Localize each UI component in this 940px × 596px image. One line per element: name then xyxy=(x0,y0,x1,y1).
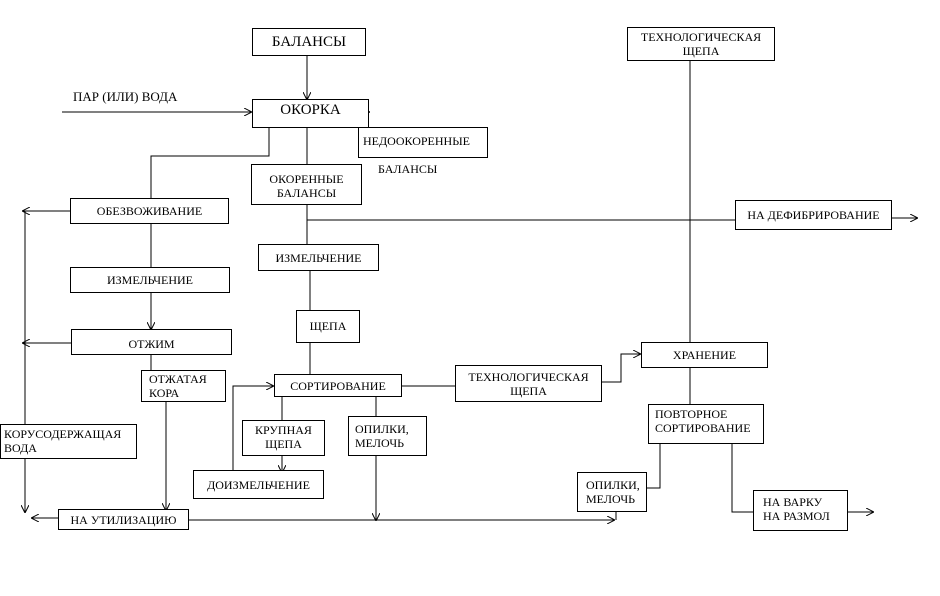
to-utilization-node: НА УТИЛИЗАЦИЮ xyxy=(58,509,189,530)
debarking-node: ОКОРКА xyxy=(252,99,369,128)
arrow-techchips-to-storage xyxy=(601,354,640,383)
sawdust-node-1: ОПИЛКИ, МЕЛОЧЬ xyxy=(348,416,427,456)
bark-water-node: КОРУСОДЕРЖАЩАЯ ВОДА xyxy=(0,424,137,459)
sorting-node: СОРТИРОВАНИЕ xyxy=(274,374,402,397)
resorting-node: ПОВТОРНОЕ СОРТИРОВАНИЕ xyxy=(648,404,764,444)
sawdust-node-2: ОПИЛКИ, МЕЛОЧЬ xyxy=(577,472,647,512)
under-debarked-balansy-label: БАЛАНСЫ xyxy=(378,162,438,176)
to-cooking-node: НА ВАРКУ НА РАЗМОЛ xyxy=(753,490,848,531)
chipping-logs-node: ИЗМЕЛЬЧЕНИЕ xyxy=(258,244,379,271)
tech-chips-top-node: ТЕХНОЛОГИЧЕСКАЯ ЩЕПА xyxy=(627,27,775,61)
tech-chips-mid-node: ТЕХНОЛОГИЧЕСКАЯ ЩЕПА xyxy=(455,365,602,402)
chips-node: ЩЕПА xyxy=(296,310,360,343)
pressing-node: ОТЖИМ xyxy=(71,329,232,355)
under-debarked-node: НЕДООКОРЕННЫЕ xyxy=(358,127,488,158)
regrinding-node: ДОИЗМЕЛЬЧЕНИЕ xyxy=(193,470,324,499)
to-grinding-node: НА ДЕФИБРИРОВАНИЕ xyxy=(735,200,892,230)
steam-water-label: ПАР (ИЛИ) ВОДА xyxy=(73,89,178,104)
line-resorting-to-cooking xyxy=(731,444,753,513)
arrow-regrind-to-sorting xyxy=(232,386,273,470)
line-resorting-to-sawdust2 xyxy=(647,444,661,489)
large-chips-node: КРУПНАЯ ЩЕПА xyxy=(242,420,325,456)
pressed-bark-node: ОТЖАТАЯ КОРА xyxy=(141,370,226,402)
debarked-logs-node: ОКОРЕННЫЕ БАЛАНСЫ xyxy=(251,164,362,205)
storage-node: ХРАНЕНИЕ xyxy=(641,342,768,368)
balansy-node: БАЛАНСЫ xyxy=(252,28,366,56)
line-debarking-to-bark xyxy=(150,128,270,198)
chipping-bark-node: ИЗМЕЛЬЧЕНИЕ xyxy=(70,267,230,293)
dewatering-node: ОБЕЗВОЖИВАНИЕ xyxy=(70,198,229,224)
